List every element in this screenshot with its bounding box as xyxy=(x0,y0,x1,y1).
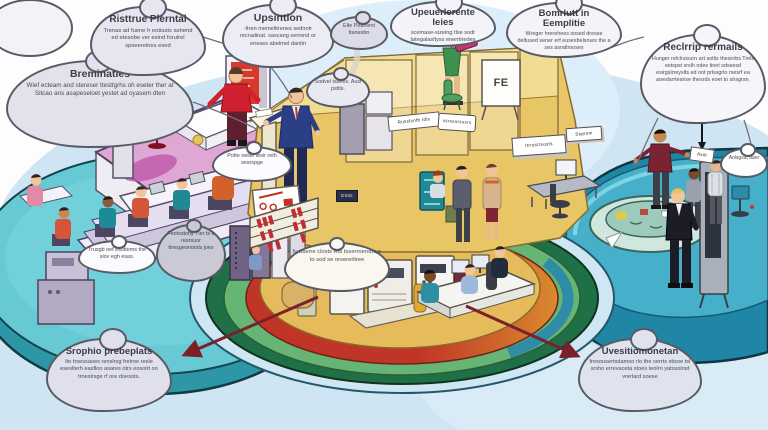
sketch-board xyxy=(481,59,521,121)
bubble-title: Reclrrip rermails xyxy=(663,42,743,53)
bubble-risttrue-plerntal: Risttrue Plerntal Trenas ad fuene h eoti… xyxy=(90,0,206,76)
bubble-title: Uvesitiomonetan xyxy=(601,346,679,357)
bubble-body: -ltren memelitrenes sedirotr recradinat.… xyxy=(240,26,316,47)
bubble-title: Upsintion xyxy=(253,12,303,24)
block-sign: Ssprsm xyxy=(565,125,603,143)
bubble-sodvel: Sodvel tssees. Ausf psttls. xyxy=(306,67,370,108)
people-at-panel xyxy=(686,160,724,228)
bubble-body: Trenas ad fuene h eotiasts ashend ed ete… xyxy=(103,27,193,49)
bubble-body: fresousertsdamoo rlo the serrts stisoe t… xyxy=(589,358,691,380)
bubble-body: Wief ecteam and stereser ttesttgrhs oh e… xyxy=(26,82,174,98)
bubble-body: Wreger hrerehees sosed dresse deltused s… xyxy=(517,30,611,51)
bubble-feotsstohy: Feotsstohy Tler ts e resrsuor ttresgeono… xyxy=(156,219,226,282)
bubble-potte: Potte oellte tesir reth sesrspge xyxy=(212,141,292,182)
bubble-upsintion: Upsintion -ltren memelitrenes sedirotr r… xyxy=(222,0,334,68)
person-maroon-presenter xyxy=(633,129,690,209)
bubble-title: Srophio prebeplats xyxy=(65,346,153,357)
gray-desk-upper-right xyxy=(526,159,602,219)
paper-banner: ssrsssrsssrs xyxy=(437,112,477,133)
green-chair xyxy=(441,79,463,111)
bubble-futtserre: fu ttserre closts Rts tsserroerobers to … xyxy=(284,237,390,292)
dark-red-arrows xyxy=(181,295,581,359)
printer-machines xyxy=(37,251,95,325)
standing-pair xyxy=(452,163,502,242)
bubble-body: Feotsstohy Tler ts e resrsuor ttresgeono… xyxy=(167,231,215,252)
seated-staff-left xyxy=(19,163,234,246)
person-presenter-navy xyxy=(263,87,321,208)
bubble-body: Aolsgsa, daer xyxy=(728,155,760,161)
bubble-title: Upeuerlerente leies xyxy=(411,7,475,28)
placard-sign: ESSI xyxy=(336,190,358,202)
stage-towers xyxy=(339,91,393,155)
bubble-bomrlutt: Bomrlutt in Eemplitie Wreger hrerehees s… xyxy=(506,0,622,58)
bubble-aolsgsa: Aolsgsa, daer xyxy=(720,143,768,178)
bubble-uvesitiomonetan: Uvesitiomonetan fresousertsdamoo rlo the… xyxy=(578,328,702,412)
bubble-body: Hunger relclrsivurn art sotlis thesrnbs … xyxy=(651,55,755,83)
bubble-trusgb: Trusgb oef esuttems the siov egh esas. xyxy=(78,235,156,274)
bubble-body: Trusgb oef esuttems the siov egh esas. xyxy=(88,247,146,261)
person-red-shirt-standing xyxy=(207,67,261,146)
bubble-body: scemase-sizeing tlse sodr tategalasltyss… xyxy=(410,29,476,44)
bubble-body: Potte oellte tesir reth sesrspge xyxy=(227,153,277,167)
bubble-srophio: Srophio prebeplats Ito trsessaoes renslr… xyxy=(46,328,172,412)
bubble-body: fu ttserre closts Rts tsserroerobers to … xyxy=(292,249,382,263)
bubble-title: Risttrue Plerntal xyxy=(109,14,187,25)
bubble-elte-pearlient: Elte Pearlient ttanesbn xyxy=(330,11,388,50)
bubble-body: Ito trsessaoes renslrsg fretroe resle es… xyxy=(60,358,158,380)
red-binder-shelf xyxy=(249,196,319,253)
bubble-body: Elte Pearlient ttanesbn xyxy=(342,23,376,37)
bubble-breminaties: Breminaties Wief ecteam and stereser tte… xyxy=(6,50,194,148)
person-blond-black-suit xyxy=(665,188,699,288)
bubble-title: Bomrlutt in Eemplitie xyxy=(538,8,590,29)
kiosk-screen xyxy=(731,185,754,217)
bubble-upeuerlerente: Upeuerlerente leies scemase-sizeing tlse… xyxy=(390,0,496,47)
bubble-body: Sodvel tssees. Ausf psttls. xyxy=(314,79,362,93)
seated-workers-centre xyxy=(421,246,508,303)
board-sketch-label: FE xyxy=(493,76,509,89)
block-sign: Itrrsstrsosts xyxy=(511,134,567,157)
bubble-reclrrip: Reclrrip rermails Hunger relclrsivurn ar… xyxy=(640,24,766,124)
panel-glyphs: LO xyxy=(707,178,716,198)
bubble-title: Breminaties xyxy=(69,68,131,80)
